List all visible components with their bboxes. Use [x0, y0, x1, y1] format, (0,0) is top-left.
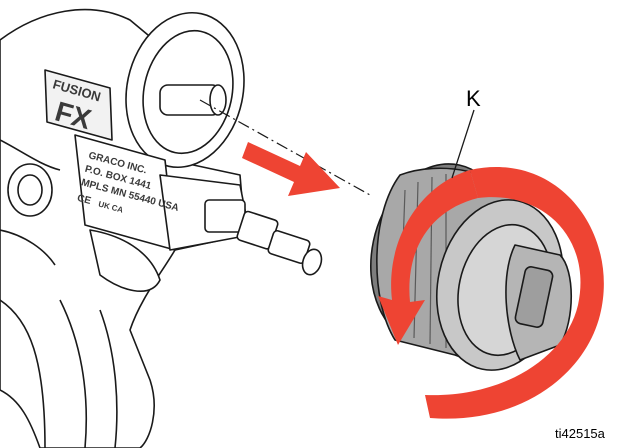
- gun-grip-line-3: [0, 299, 46, 448]
- gun-trigger: [89, 229, 161, 292]
- figure-id: ti42515a: [555, 426, 606, 441]
- gun-shaft-end: [209, 84, 227, 116]
- rotation-arrow-lower: [378, 170, 478, 345]
- nameplate-mark-ce: CE: [76, 193, 93, 207]
- gun-rib: [0, 139, 61, 171]
- logo-plate: [44, 69, 113, 141]
- air-cap-tab: [514, 266, 554, 328]
- callout-label-k: K: [466, 86, 481, 111]
- hose-fitting-tip: [301, 248, 323, 276]
- hose-fitting-hex: [204, 199, 246, 233]
- center-axis-line: [199, 99, 371, 196]
- spray-gun: [0, 8, 323, 448]
- rotation-arrow: [425, 167, 604, 419]
- gun-side-fitting-inner: [17, 174, 43, 206]
- gun-grip-line-2: [99, 309, 118, 448]
- nameplate-block: [74, 134, 176, 251]
- gun-rib: [0, 229, 56, 266]
- removal-arrow: [242, 142, 340, 196]
- callout-leader: [451, 109, 475, 179]
- gun-grip-line-1: [59, 299, 88, 448]
